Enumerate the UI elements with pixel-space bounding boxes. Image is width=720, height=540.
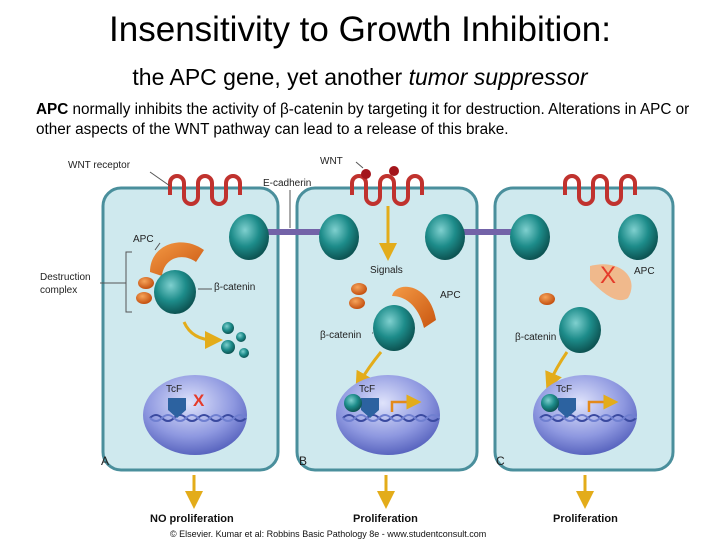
slide-subtitle: the APC gene, yet another tumor suppress… — [0, 62, 720, 92]
wnt-ligand — [361, 169, 371, 179]
label-tcf-c: TcF — [556, 384, 572, 395]
wnt-ligand — [389, 166, 399, 176]
beta-catenin-blob — [319, 214, 359, 260]
apc-protein-b — [392, 286, 436, 328]
panel-label-a: A — [101, 454, 109, 468]
e-cadherin-bar-bc — [452, 229, 514, 235]
label-tcf-a: TcF — [166, 384, 182, 395]
label-apc-c: APC — [634, 266, 655, 277]
label-wnt-receptor: WNT receptor — [68, 160, 131, 171]
label-beta-catenin-b: β-catenin — [320, 330, 361, 341]
e-cadherin-bar-ab — [258, 229, 320, 235]
beta-catenin-blob — [229, 214, 269, 260]
panel-label-b: B — [299, 454, 307, 468]
wnt-receptor-a — [168, 174, 242, 206]
x-mark-transcription-blocked: X — [193, 391, 205, 410]
wnt-receptor-c — [563, 174, 637, 206]
label-beta-catenin-c: β-catenin — [515, 332, 556, 343]
label-tcf-b: TcF — [359, 384, 375, 395]
apc-protein-a — [150, 242, 204, 276]
beta-catenin-blob — [425, 214, 465, 260]
tcf-box-b — [361, 398, 379, 418]
x-mark-apc-loss: X — [600, 262, 616, 289]
label-wnt: WNT — [320, 156, 343, 167]
outcome-b: Proliferation — [353, 513, 418, 525]
beta-catenin-b — [373, 305, 415, 351]
copyright-text: © Elsevier. Kumar et al: Robbins Basic P… — [170, 529, 486, 539]
subtitle-plain: the APC gene, yet another — [132, 64, 409, 90]
label-apc-b: APC — [440, 290, 461, 301]
slide-description: APC normally inhibits the activity of β-… — [36, 100, 706, 140]
outcome-c: Proliferation — [553, 513, 618, 525]
slide-title: Insensitivity to Growth Inhibition: — [109, 10, 611, 49]
apc-mutant-c — [590, 264, 632, 301]
label-signals: Signals — [370, 265, 403, 276]
label-beta-catenin-a: β-catenin — [214, 282, 255, 293]
label-destruction-1: Destruction — [40, 272, 91, 283]
description-text: normally inhibits the activity of β-cate… — [36, 101, 690, 138]
outcome-a: NO proliferation — [150, 513, 234, 525]
panel-label-c: C — [496, 454, 505, 468]
label-apc-a: APC — [133, 234, 154, 245]
beta-catenin-a — [154, 270, 196, 314]
label-e-cadherin: E-cadherin — [263, 178, 311, 189]
description-bold-lead: APC — [36, 101, 69, 118]
subtitle-italic: tumor suppressor — [408, 64, 588, 90]
label-destruction-2: complex — [40, 285, 77, 296]
beta-catenin-c — [559, 307, 601, 353]
beta-catenin-blob — [510, 214, 550, 260]
tcf-box-a — [168, 398, 186, 418]
beta-catenin-blob — [618, 214, 658, 260]
wnt-receptor-b — [350, 174, 424, 206]
tcf-box-c — [558, 398, 576, 418]
